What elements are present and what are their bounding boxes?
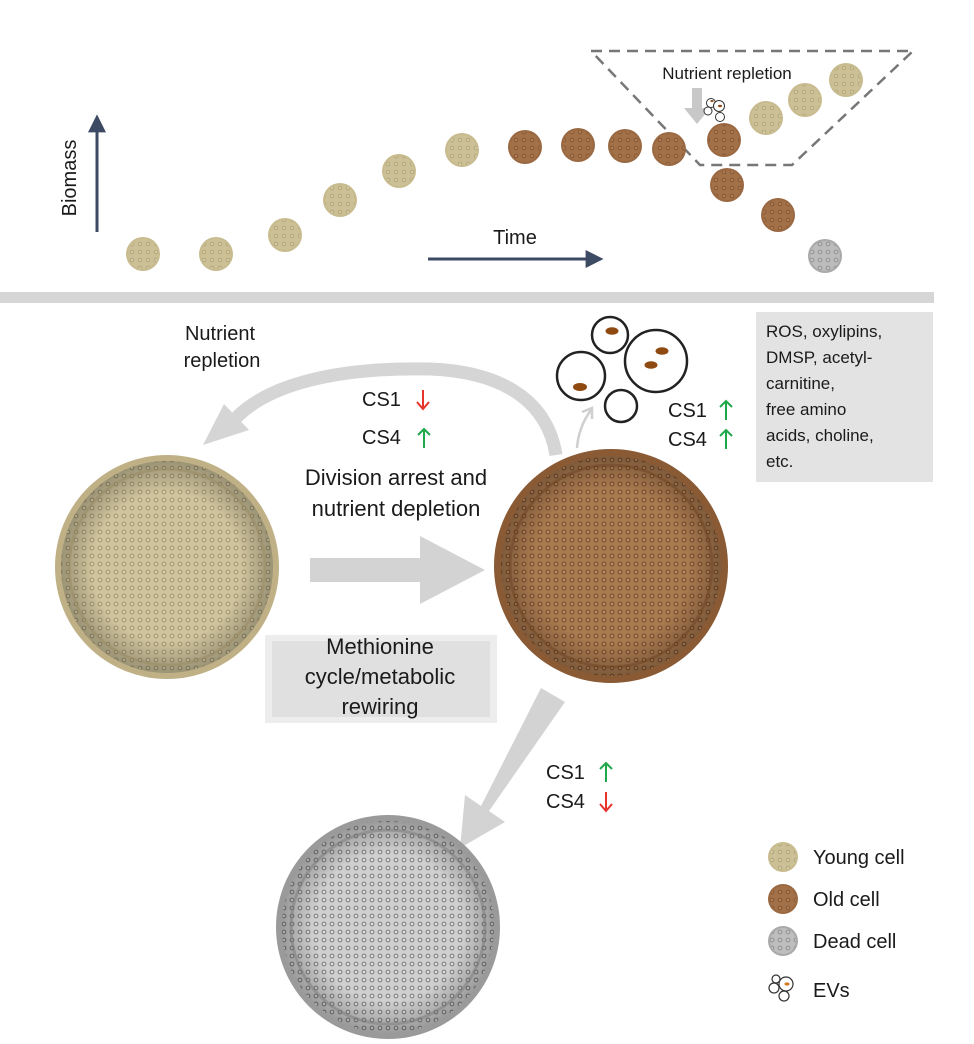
division-arrest-line-2: nutrient depletion [312,496,481,521]
legend-ev-label: EVs [813,980,850,1002]
old-cell-marker [652,132,686,166]
repletion-return-arrow [231,362,563,457]
legend-old-swatch [768,884,798,914]
death-cs1-up-arrow [599,761,613,782]
old-cell-marker [761,198,795,232]
ev-cluster-top [703,98,725,122]
nutrient-repletion-top-label: Nutrient repletion [662,64,791,83]
young-cell-marker [199,237,233,271]
old-cell-marker [508,130,542,164]
old-cell-marker [608,129,642,163]
young-cell-marker [749,101,783,135]
metabolite-line: etc. [766,452,793,471]
ev-cs1-label: CS1 [668,400,707,422]
nutrient-repletion-line-1: Nutrient [185,323,255,345]
methionine-line-2: cycle/metabolic [305,664,455,689]
young-cell-marker [268,218,302,252]
legend-ev-swatch [768,974,794,1002]
ev-cluster-large [555,315,689,424]
metabolites-list: ROS, oxylipins, DMSP, acetyl- carnitine,… [766,322,882,471]
legend-young-label: Young cell [813,847,905,869]
growth-trajectory-cells [126,63,863,273]
young-cell-marker [829,63,863,97]
division-arrest-arrow [310,536,485,604]
top-cs4-label: CS4 [362,427,401,449]
division-arrest-line-1: Division arrest and [305,465,487,490]
dead-diatom-cell [276,815,500,1039]
legend-dead-label: Dead cell [813,931,896,953]
death-cs1-label: CS1 [546,762,585,784]
biomass-axis-label: Biomass [59,140,81,217]
ev-cs1-up-arrow [719,399,733,420]
cell-death-arrow [460,688,565,848]
repletion-down-arrow [684,88,710,124]
metabolite-line: DMSP, acetyl- [766,348,872,367]
old-diatom-cell [494,449,728,683]
legend: Young cell Old cell Dead cell EVs [768,842,905,1002]
legend-dead-swatch [768,926,798,956]
metabolite-line: acids, choline, [766,426,874,445]
metabolites-box [756,312,933,482]
time-axis-label: Time [493,227,537,249]
mechanism-panel: Nutrient repletion CS1 CS4 Division arre… [55,312,933,1039]
young-cell-marker [445,133,479,167]
old-cell-marker [707,123,741,157]
young-cell-marker [323,183,357,217]
ev-cs4-label: CS4 [668,429,707,451]
metabolite-line: carnitine, [766,374,835,393]
panel-divider [0,292,934,303]
metabolite-line: free amino [766,400,846,419]
ev-release-arrow [575,409,593,449]
young-cell-marker [788,83,822,117]
top-cs1-down-arrow [416,390,430,411]
metabolite-line: ROS, oxylipins, [766,322,882,341]
legend-young-swatch [768,842,798,872]
legend-old-label: Old cell [813,889,880,911]
young-cell-marker [126,237,160,271]
nutrient-repletion-line-2: repletion [184,350,261,372]
dead-cell-marker [808,239,842,273]
young-diatom-cell [55,455,279,679]
repletion-return-arrowhead [203,404,249,445]
ev-release-arrowhead [581,406,594,419]
death-cs4-label: CS4 [546,791,585,813]
young-cell-marker [382,154,416,188]
old-cell-marker [561,128,595,162]
top-cs4-up-arrow [417,427,431,448]
ev-cs4-up-arrow [719,428,733,449]
methionine-line-1: Methionine [326,634,434,659]
biomass-time-plot: Biomass Time Nutrient repletion [59,49,917,273]
death-cs4-down-arrow [599,792,613,813]
methionine-box [272,641,490,717]
top-cs1-label: CS1 [362,389,401,411]
old-cell-marker [710,168,744,202]
nutrient-repletion-region [588,49,917,167]
methionine-line-3: rewiring [341,694,418,719]
